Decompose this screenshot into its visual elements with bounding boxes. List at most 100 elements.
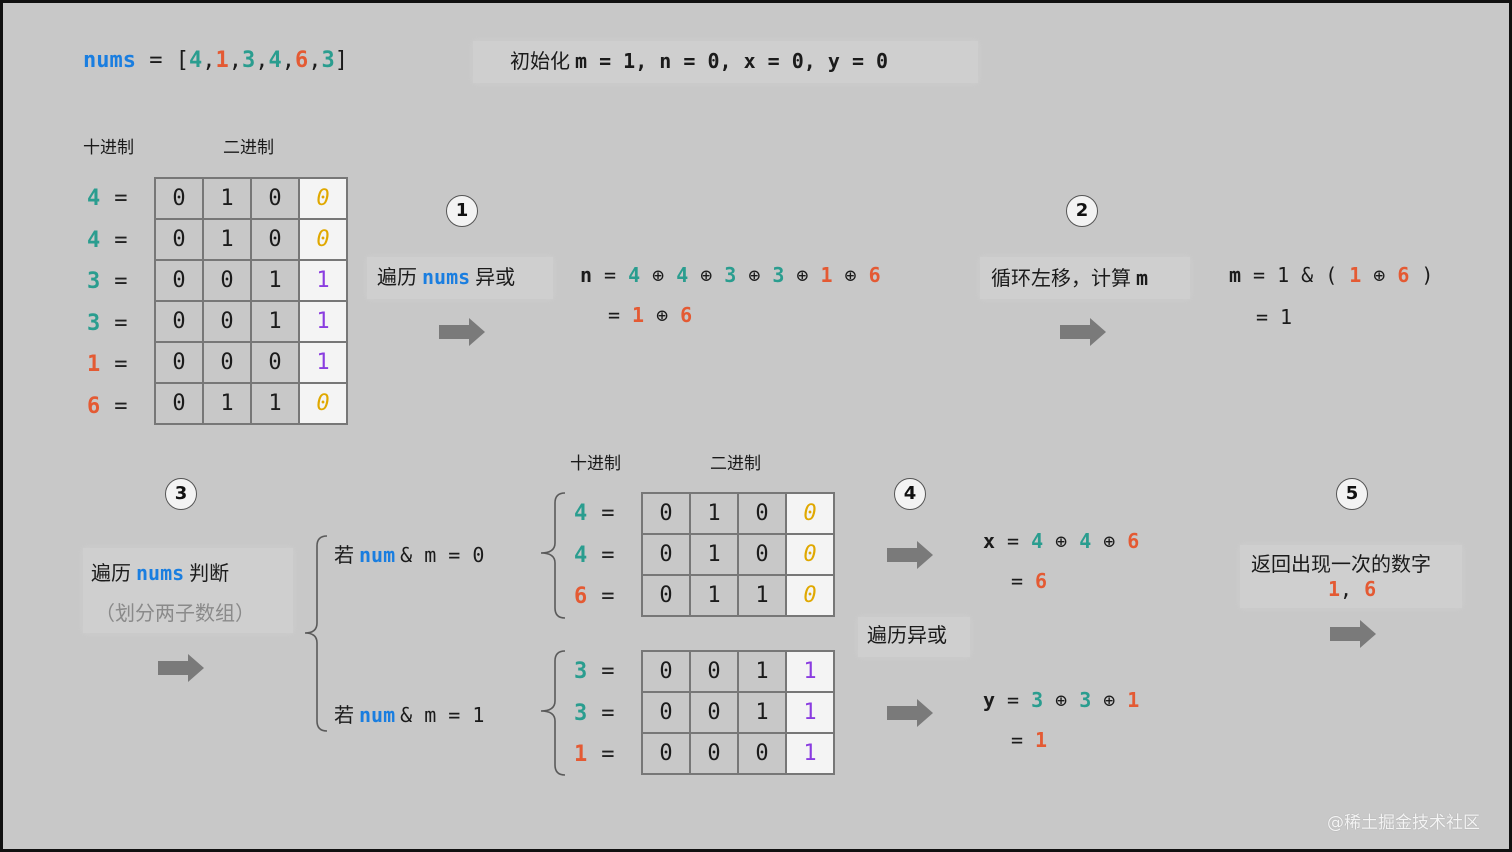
bit-cell: 1: [298, 259, 348, 302]
nums-eq: =: [149, 48, 163, 73]
row-decimal: 1: [574, 742, 588, 767]
bit-cell: 0: [641, 732, 691, 775]
bit-cell: 0: [785, 533, 835, 576]
row-decimal: 4: [574, 501, 588, 526]
nums-value: 3: [321, 48, 335, 73]
row-label: 1=: [87, 344, 147, 385]
x-result: =6: [1011, 569, 1059, 593]
row-eq: =: [114, 269, 128, 294]
row-label: 3=: [87, 303, 147, 344]
binary-label: 二进制: [223, 138, 274, 158]
expr-token: x: [983, 529, 996, 553]
row-eq: =: [601, 742, 615, 767]
comma: ,: [308, 48, 322, 73]
diagram-canvas: nums = [4,1,3,4,6,3] 初始化 m = 1, n = 0, x…: [3, 3, 1509, 849]
bit-cell: 1: [250, 259, 300, 302]
step1-pre: 遍历: [377, 265, 417, 289]
expr-token: ⊕: [656, 303, 669, 327]
step1-post: 异或: [475, 265, 516, 289]
x-expression: x=4⊕4⊕6: [983, 529, 1151, 553]
cond1-rest: & m = 1: [400, 703, 485, 727]
row-decimal: 3: [574, 659, 588, 684]
step2-label-line: 循环左移，计算 m: [991, 266, 1148, 291]
bit-cell: 0: [641, 492, 691, 535]
brace-zero: [540, 492, 566, 619]
bit-cell: 1: [785, 691, 835, 734]
step2-expression: m=1&(1⊕6): [1229, 263, 1445, 287]
bit-cell: 1: [737, 691, 787, 734]
connectors-layer: [158, 318, 1376, 776]
arrow-zero-group: [887, 541, 933, 569]
row-decimal: 4: [87, 186, 101, 211]
bit-cell: 0: [154, 218, 204, 261]
step2-kw: m: [1136, 266, 1149, 290]
step1-kw: nums: [422, 265, 471, 289]
bit-cell: 0: [250, 177, 300, 220]
bit-cell: 1: [298, 300, 348, 343]
y-expression: y=3⊕3⊕1: [983, 688, 1151, 712]
init-text: m = 1, n = 0, x = 0, y = 0: [575, 49, 889, 73]
expr-token: ⊕: [1103, 529, 1116, 553]
arrow-one-group: [887, 699, 933, 727]
row-decimal: 4: [87, 227, 101, 253]
binary-label-2: 二进制: [710, 454, 761, 474]
expr-token: ⊕: [1373, 263, 1386, 287]
step-4-badge: 4: [894, 478, 926, 510]
cond0-rest: & m = 0: [400, 543, 485, 567]
row-eq: =: [114, 310, 128, 336]
arrow-step3: [158, 654, 204, 682]
bit-cell: 0: [154, 382, 204, 425]
nums-value: 4: [268, 48, 282, 73]
expr-token: 4: [1031, 529, 1044, 553]
expr-token: 1: [1035, 728, 1048, 752]
bit-cell: 0: [785, 574, 835, 617]
bit-cell: 0: [250, 341, 300, 384]
init-label: 初始化: [510, 49, 570, 73]
step2-box: [980, 257, 1190, 299]
row-label: 3=: [574, 693, 634, 734]
row-label: 6=: [87, 386, 147, 427]
bit-cell: 0: [298, 177, 348, 220]
row-label: 6=: [574, 576, 634, 617]
bit-cell: 0: [737, 533, 787, 576]
condition-zero: 若 num & m = 0: [334, 543, 484, 568]
row-decimal: 3: [87, 310, 101, 336]
expr-token: 4: [628, 263, 641, 287]
expr-token: ⊕: [844, 263, 857, 287]
nums-value: 3: [241, 48, 256, 73]
row-eq: =: [601, 584, 615, 609]
nums-value: 1: [215, 48, 229, 73]
expr-token: 6: [680, 303, 693, 327]
expr-token: 6: [1035, 569, 1048, 593]
expr-token: 4: [676, 263, 689, 287]
row-decimal: 6: [87, 393, 101, 419]
bit-cell: 0: [641, 650, 691, 693]
expr-token: ): [1421, 263, 1434, 287]
row-eq: =: [114, 227, 128, 253]
bracket-open: [: [175, 48, 189, 73]
result-sep: ,: [1340, 577, 1353, 601]
expr-token: ⊕: [748, 263, 761, 287]
step5-box: [1240, 545, 1462, 608]
step-1-badge: 1: [446, 195, 478, 227]
expr-token: 3: [1031, 688, 1044, 712]
step2-result: =1: [1256, 305, 1304, 329]
bit-cell: 1: [250, 300, 300, 343]
bit-cell: 0: [298, 218, 348, 261]
expr-token: 6: [1397, 263, 1410, 287]
expr-token: 1: [632, 303, 645, 327]
expr-token: (: [1325, 263, 1338, 287]
expr-token: 6: [1127, 529, 1140, 553]
step1-box: [367, 257, 553, 299]
cond1-num: num: [359, 703, 396, 727]
bit-cell: 0: [154, 177, 204, 220]
